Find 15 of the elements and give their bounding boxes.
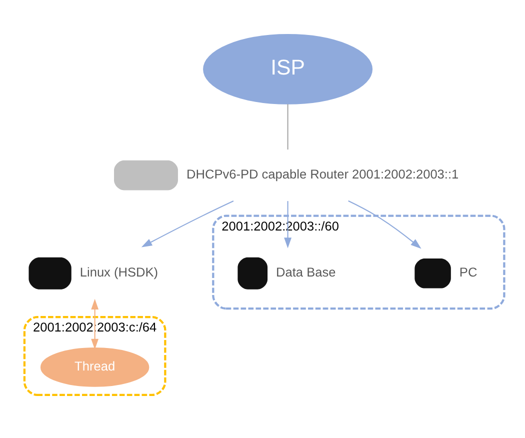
node-label: Data Base [276,264,336,280]
connector [286,104,288,150]
node-ellipse: Thread [40,347,149,387]
node-monitor [414,258,450,288]
node-ellipse: ISP [202,34,372,104]
node-label: Linux (HSDK) [79,264,158,280]
arrow [284,201,292,248]
arrow [348,200,421,249]
arrow [140,200,234,248]
node-router [114,160,178,190]
node-database [237,257,268,290]
arrow [90,298,98,350]
node-computer [28,257,71,290]
node-label: PC [458,264,477,280]
node-label: DHCPv6-PD capable Router 2001:2002:2003::1 [186,166,458,182]
